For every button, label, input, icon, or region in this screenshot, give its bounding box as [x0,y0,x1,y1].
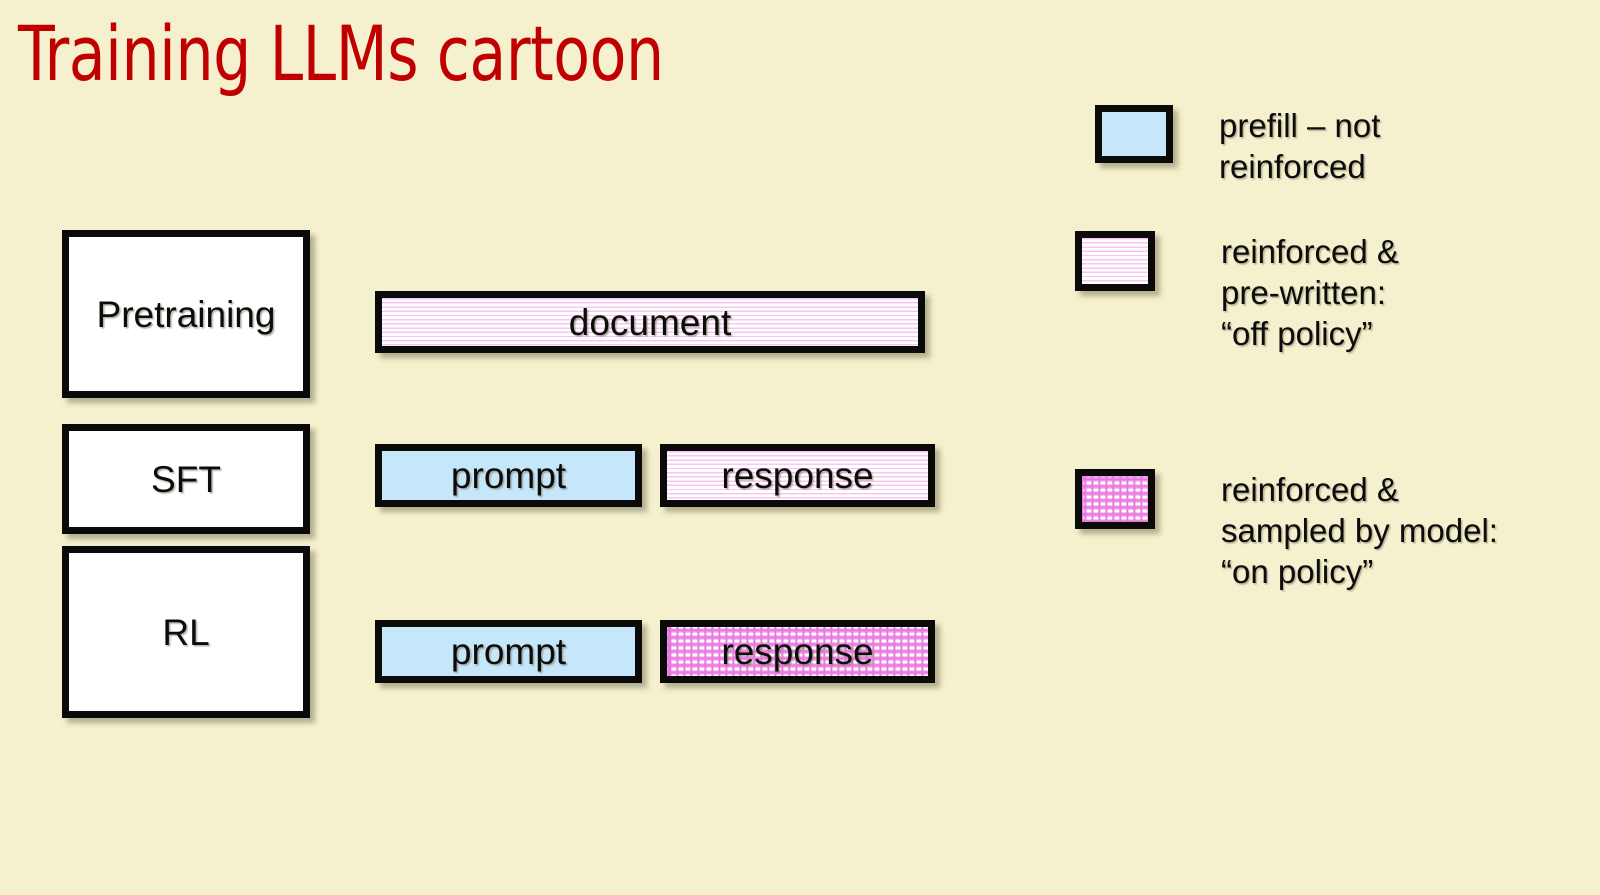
legend-label-prefill: prefill – not reinforced [1219,107,1381,185]
stage-label-pretraining: Pretraining [96,293,276,335]
legend-swatch-on-policy-icon [1075,469,1155,529]
legend-swatch-prefill-icon [1095,105,1173,163]
legend-label-on-policy: reinforced & sampled by model: “on polic… [1221,471,1498,590]
token-bar-sft-response: response [660,444,935,507]
token-bar-label-sft-response: response [721,455,874,496]
legend-swatch-off-policy-icon [1075,231,1155,291]
token-bar-rl-response: response [660,620,935,683]
legend-label-off-policy: reinforced & pre-written: “off policy” [1221,233,1399,352]
legend-item-prefill: prefill – not reinforced [1095,105,1380,187]
stage-label-rl: RL [162,611,210,653]
token-bar-label-sft-prompt: prompt [450,455,567,496]
legend-item-on-policy: reinforced & sampled by model: “on polic… [1075,469,1498,592]
page-title: Training LLMs cartoon [18,9,664,98]
token-bar-sft-prompt: prompt [375,444,642,507]
token-bar-pretraining-document: document [375,291,925,353]
stage-box-pretraining: Pretraining [62,230,310,398]
token-bar-label-rl-response: response [721,631,874,672]
token-bar-label-rl-prompt: prompt [450,631,567,672]
token-bar-label-document: document [568,301,732,343]
stage-box-sft: SFT [62,424,310,534]
token-bar-rl-prompt: prompt [375,620,642,683]
legend-item-off-policy: reinforced & pre-written: “off policy” [1075,231,1399,354]
stage-label-sft: SFT [151,458,221,500]
stage-box-rl: RL [62,546,310,718]
